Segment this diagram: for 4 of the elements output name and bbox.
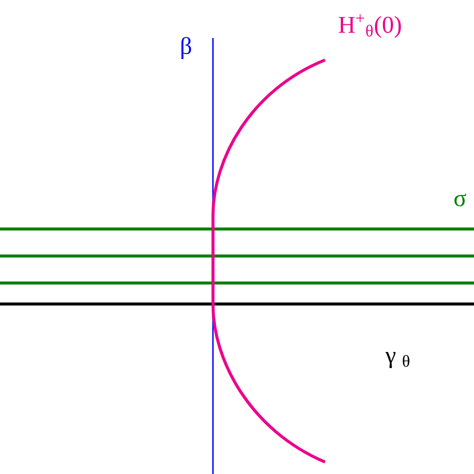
line-label: γ $_{θ}$: [385, 352, 410, 368]
curve-label: H$^{+}$$_{θ}$(0): [338, 14, 401, 38]
line-label: σ: [454, 194, 466, 206]
axis-label: β: [181, 37, 192, 59]
